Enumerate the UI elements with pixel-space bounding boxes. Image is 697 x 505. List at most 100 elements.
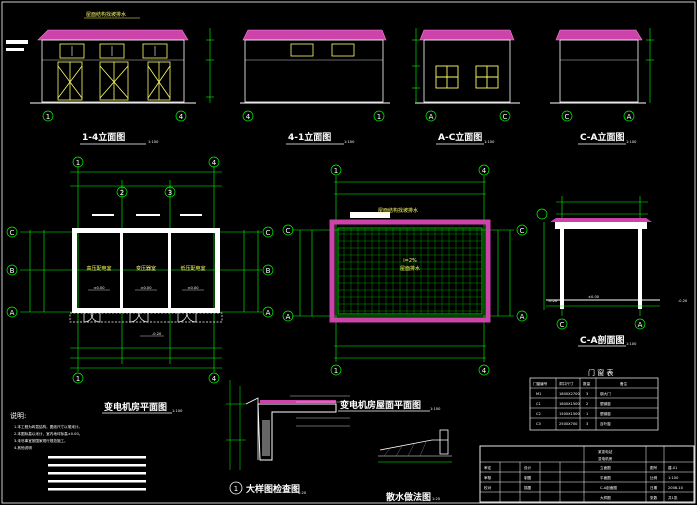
meta-value: 1:100 — [668, 476, 679, 480]
meta-label: 比例 — [650, 475, 658, 480]
detail1-title: 大样图检查图 — [246, 483, 300, 495]
table-title: 门 窗 表 — [588, 368, 613, 377]
axis-label: 3 — [168, 189, 172, 197]
elevation-scale: 1:100 — [148, 140, 159, 144]
axis-label: C — [565, 113, 570, 121]
drawing-name: C-A剖面图 — [600, 485, 617, 490]
axis-label: 4 — [212, 375, 217, 383]
axis-label: C — [286, 227, 291, 235]
meta-label: 图号 — [650, 465, 658, 470]
table-header: 数量 — [583, 381, 591, 386]
section-title: C-A剖面图 — [580, 334, 625, 346]
room-label: 变压器室 — [136, 265, 156, 272]
svg-text:屋面结构找坡排水: 屋面结构找坡排水 — [86, 11, 126, 18]
axis-label: 1 — [46, 113, 50, 121]
axis-label: B — [10, 267, 15, 275]
axis-label: A — [10, 309, 15, 317]
table-header: 门窗编号 — [533, 381, 548, 386]
elevation-scale: 1:100 — [344, 140, 355, 144]
axis-label: C — [503, 113, 508, 121]
axis-label: 4 — [482, 167, 487, 175]
table-cell: M1 — [536, 392, 541, 396]
elevation-title: A-C立面图 — [438, 131, 482, 143]
elevation-1-4: 屋面结构找坡排水 1 4 1-4立面图 1:100 — [6, 11, 214, 145]
plan-elevation-low: -0.20 — [152, 332, 162, 336]
detail-1: 1 大样图检查图 1:20 — [226, 380, 350, 495]
table-cell: 塑钢窗 — [600, 401, 611, 406]
detail2-scale: 1:20 — [432, 497, 441, 501]
elevation-scale: 1:100 — [484, 140, 495, 144]
axis-label: 1 — [334, 367, 338, 375]
axis-label: 4 — [212, 159, 217, 167]
floor-plan: 1 2 3 4 1 4 C B A C B A 高压配电室 变压器室 低压配电室… — [6, 156, 274, 414]
detail1-scale: 1:20 — [298, 491, 307, 495]
table-cell: 1500X1500 — [559, 412, 580, 416]
table-cell: 塑钢窗 — [600, 411, 611, 416]
table-cell: 钢大门 — [600, 391, 611, 396]
role-label: 审定 — [484, 465, 492, 470]
section-elevation: ±0.00 — [588, 295, 600, 299]
table-cell: 3 — [586, 422, 588, 426]
drawing-name: 立面图 — [600, 465, 611, 470]
note-line: 3.未尽事宜按国家现行规范施工。 — [14, 438, 68, 443]
meta-value: 建-01 — [668, 465, 677, 470]
elevation-title: 4-1立面图 — [288, 131, 331, 143]
axis-label: A — [520, 313, 525, 321]
axis-label: 4 — [482, 367, 487, 375]
table-cell: 2500X700 — [559, 422, 578, 426]
role-label: 审核 — [484, 475, 492, 480]
plan-axis-bubbles: 1 2 3 4 1 4 C B A C B A — [6, 156, 274, 384]
plan-title: 变电机房平面图 — [104, 401, 167, 413]
table-cell: C3 — [536, 422, 541, 426]
meta-value: 共1张 — [668, 495, 678, 500]
note-line: 2.本图标高以米计，室内地坪标高±0.00。 — [14, 431, 82, 436]
detail-2: 散水做法图 1:20 — [378, 429, 452, 503]
section-c-a: ±0.00 -0.20 -0.20 C A C-A剖面图 1:100 — [536, 196, 688, 347]
room-elevation: ±0.00 — [187, 286, 199, 290]
detail2-title: 散水做法图 — [386, 491, 431, 503]
table-cell: 3 — [586, 392, 588, 396]
elevation-title: 1-4立面图 — [82, 131, 125, 143]
detail-number: 1 — [234, 485, 238, 493]
roof-center-label: 屋面排水 — [400, 265, 420, 272]
title-block: 某变电站 变电机房 审定 审核 校对 设计 制图 描图 立面图 平面图 C-A剖… — [479, 445, 695, 503]
axis-label: 4 — [246, 113, 251, 121]
table-cell: C2 — [536, 412, 541, 416]
elevation-title: C-A立面图 — [580, 131, 625, 143]
axis-label: A — [638, 321, 643, 329]
meta-value: 2008.10 — [668, 486, 684, 490]
room-elevation: ±0.00 — [93, 286, 105, 290]
elevation-4-1: 4 1 4-1立面图 1:100 — [240, 29, 390, 145]
roof-scale: 1:100 — [430, 407, 441, 411]
room-elevation: ±0.00 — [140, 286, 152, 290]
section-scale: 1:100 — [626, 342, 637, 346]
table-header: 洞口尺寸 — [559, 381, 574, 386]
room-label: 高压配电室 — [86, 265, 111, 272]
note-line: 4.其他说明 — [14, 445, 32, 450]
meta-label: 张数 — [650, 495, 658, 500]
section-elevation-low: -0.20 — [678, 299, 688, 303]
notes-block: 说明: 1.本工程为砖混结构，图纸尺寸以毫米计。 2.本图标高以米计，室内地坪标… — [10, 411, 146, 491]
axis-label: 4 — [179, 113, 184, 121]
table-cell: 1800X1500 — [559, 402, 580, 406]
role-label: 设计 — [524, 465, 532, 470]
role-label: 制图 — [524, 475, 532, 480]
elevation-c-a: C A C-A立面图 1:100 — [550, 28, 654, 145]
plan-scale: 1:100 — [172, 409, 183, 413]
axis-label: A — [627, 113, 632, 121]
table-cell: 2 — [586, 402, 588, 406]
axis-label: C — [266, 229, 271, 237]
section-elevation-low: -0.20 — [548, 299, 558, 303]
meta-label: 日期 — [650, 485, 658, 490]
project-subtitle: 变电机房 — [598, 456, 613, 461]
door-window-table: 门 窗 表 门窗编号 洞口尺寸 数量 备注 M1 1800X2700 3 钢大门… — [529, 368, 659, 431]
drawing-name: 大样图 — [600, 495, 611, 500]
table-cell: 1 — [586, 412, 588, 416]
axis-label: 1 — [76, 159, 80, 167]
axis-label: 1 — [76, 375, 80, 383]
table-cell: 1800X2700 — [559, 392, 580, 396]
axis-label: C — [10, 229, 15, 237]
roof-plan: 屋面结构找坡排水 i=2% 屋面排水 1 4 1 4 C A C A 变电机房屋… — [282, 164, 528, 412]
roof-title: 变电机房屋面平面图 — [340, 399, 421, 411]
